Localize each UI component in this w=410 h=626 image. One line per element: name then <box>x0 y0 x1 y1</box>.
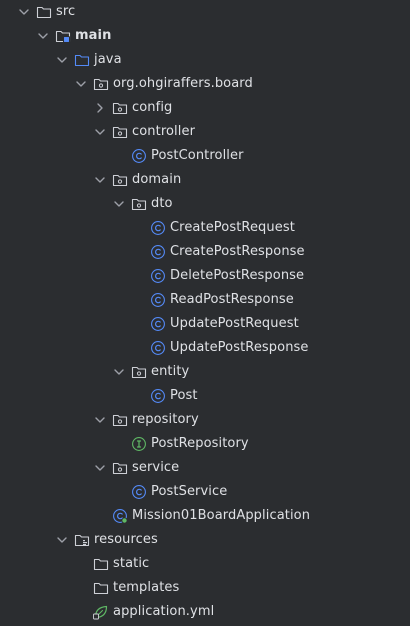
interface-icon <box>131 436 147 452</box>
chevron-down-icon[interactable] <box>55 48 69 72</box>
folder-icon <box>93 556 109 572</box>
tree-node-label: PostRepository <box>151 436 249 451</box>
package-icon <box>112 124 128 140</box>
class-icon <box>150 292 166 308</box>
spring-boot-class-icon <box>112 508 128 524</box>
tree-node-repository[interactable]: repository <box>0 408 410 432</box>
chevron-right-icon[interactable] <box>93 96 107 120</box>
tree-node-label: static <box>113 556 150 571</box>
tree-node-post[interactable]: Post <box>0 384 410 408</box>
tree-node-main[interactable]: main <box>0 24 410 48</box>
tree-node-label: CreatePostRequest <box>170 220 295 235</box>
folder-source-icon <box>74 52 90 68</box>
package-icon <box>112 100 128 116</box>
tree-node-label: Mission01BoardApplication <box>132 508 311 523</box>
tree-node-label: application.yml <box>113 604 215 619</box>
spring-yml-icon <box>93 604 109 620</box>
tree-node-deletepostresponse[interactable]: DeletePostResponse <box>0 264 410 288</box>
tree-node-label: org.ohgiraffers.board <box>113 76 253 91</box>
tree-node-config[interactable]: config <box>0 96 410 120</box>
package-icon <box>112 172 128 188</box>
package-icon <box>131 196 147 212</box>
tree-node-label: PostController <box>151 148 244 163</box>
tree-node-label: dto <box>151 196 173 211</box>
tree-node-label: resources <box>94 532 158 547</box>
chevron-down-icon[interactable] <box>112 360 126 384</box>
class-icon <box>150 268 166 284</box>
package-icon <box>112 460 128 476</box>
class-icon <box>150 244 166 260</box>
class-icon <box>150 220 166 236</box>
tree-node-label: java <box>94 52 122 67</box>
tree-node-label: UpdatePostResponse <box>170 340 309 355</box>
tree-node-mission01boardapplication[interactable]: Mission01BoardApplication <box>0 504 410 528</box>
tree-node-createpostresponse[interactable]: CreatePostResponse <box>0 240 410 264</box>
tree-node-label: entity <box>151 364 190 379</box>
tree-node-updatepostrequest[interactable]: UpdatePostRequest <box>0 312 410 336</box>
tree-node-controller[interactable]: controller <box>0 120 410 144</box>
tree-node-java[interactable]: java <box>0 48 410 72</box>
folder-module-icon <box>55 28 71 44</box>
folder-icon <box>93 580 109 596</box>
tree-node-application-yml[interactable]: application.yml <box>0 600 410 624</box>
tree-node-label: CreatePostResponse <box>170 244 305 259</box>
chevron-down-icon[interactable] <box>17 0 31 24</box>
chevron-down-icon[interactable] <box>112 192 126 216</box>
tree-node-label: domain <box>132 172 182 187</box>
tree-node-resources[interactable]: resources <box>0 528 410 552</box>
tree-node-label: DeletePostResponse <box>170 268 305 283</box>
tree-node-label: Post <box>170 388 198 403</box>
package-icon <box>112 412 128 428</box>
chevron-down-icon[interactable] <box>74 72 88 96</box>
tree-node-label: UpdatePostRequest <box>170 316 299 331</box>
tree-node-dto[interactable]: dto <box>0 192 410 216</box>
tree-node-static[interactable]: static <box>0 552 410 576</box>
chevron-down-icon[interactable] <box>93 168 107 192</box>
tree-node-postservice[interactable]: PostService <box>0 480 410 504</box>
chevron-down-icon[interactable] <box>55 528 69 552</box>
tree-node-templates[interactable]: templates <box>0 576 410 600</box>
tree-node-label: src <box>56 4 76 19</box>
tree-node-label: config <box>132 100 173 115</box>
folder-icon <box>36 4 52 20</box>
chevron-down-icon[interactable] <box>36 24 50 48</box>
folder-resources-icon <box>74 532 90 548</box>
package-icon <box>131 364 147 380</box>
tree-node-postrepository[interactable]: PostRepository <box>0 432 410 456</box>
tree-node-label: ReadPostResponse <box>170 292 294 307</box>
tree-node-service[interactable]: service <box>0 456 410 480</box>
tree-node-label: repository <box>132 412 199 427</box>
tree-node-domain[interactable]: domain <box>0 168 410 192</box>
tree-node-createpostrequest[interactable]: CreatePostRequest <box>0 216 410 240</box>
tree-node-src[interactable]: src <box>0 0 410 24</box>
class-icon <box>131 484 147 500</box>
tree-node-updatepostresponse[interactable]: UpdatePostResponse <box>0 336 410 360</box>
class-icon <box>150 340 166 356</box>
class-icon <box>131 148 147 164</box>
tree-node-postcontroller[interactable]: PostController <box>0 144 410 168</box>
tree-node-readpostresponse[interactable]: ReadPostResponse <box>0 288 410 312</box>
tree-node-org-ohgiraffers-board[interactable]: org.ohgiraffers.board <box>0 72 410 96</box>
class-icon <box>150 388 166 404</box>
tree-node-label: PostService <box>151 484 228 499</box>
chevron-down-icon[interactable] <box>93 120 107 144</box>
tree-node-label: templates <box>113 580 180 595</box>
chevron-down-icon[interactable] <box>93 408 107 432</box>
tree-node-label: service <box>132 460 180 475</box>
package-icon <box>93 76 109 92</box>
tree-node-label: controller <box>132 124 196 139</box>
class-icon <box>150 316 166 332</box>
chevron-down-icon[interactable] <box>93 456 107 480</box>
tree-node-entity[interactable]: entity <box>0 360 410 384</box>
tree-node-label: main <box>75 28 112 43</box>
